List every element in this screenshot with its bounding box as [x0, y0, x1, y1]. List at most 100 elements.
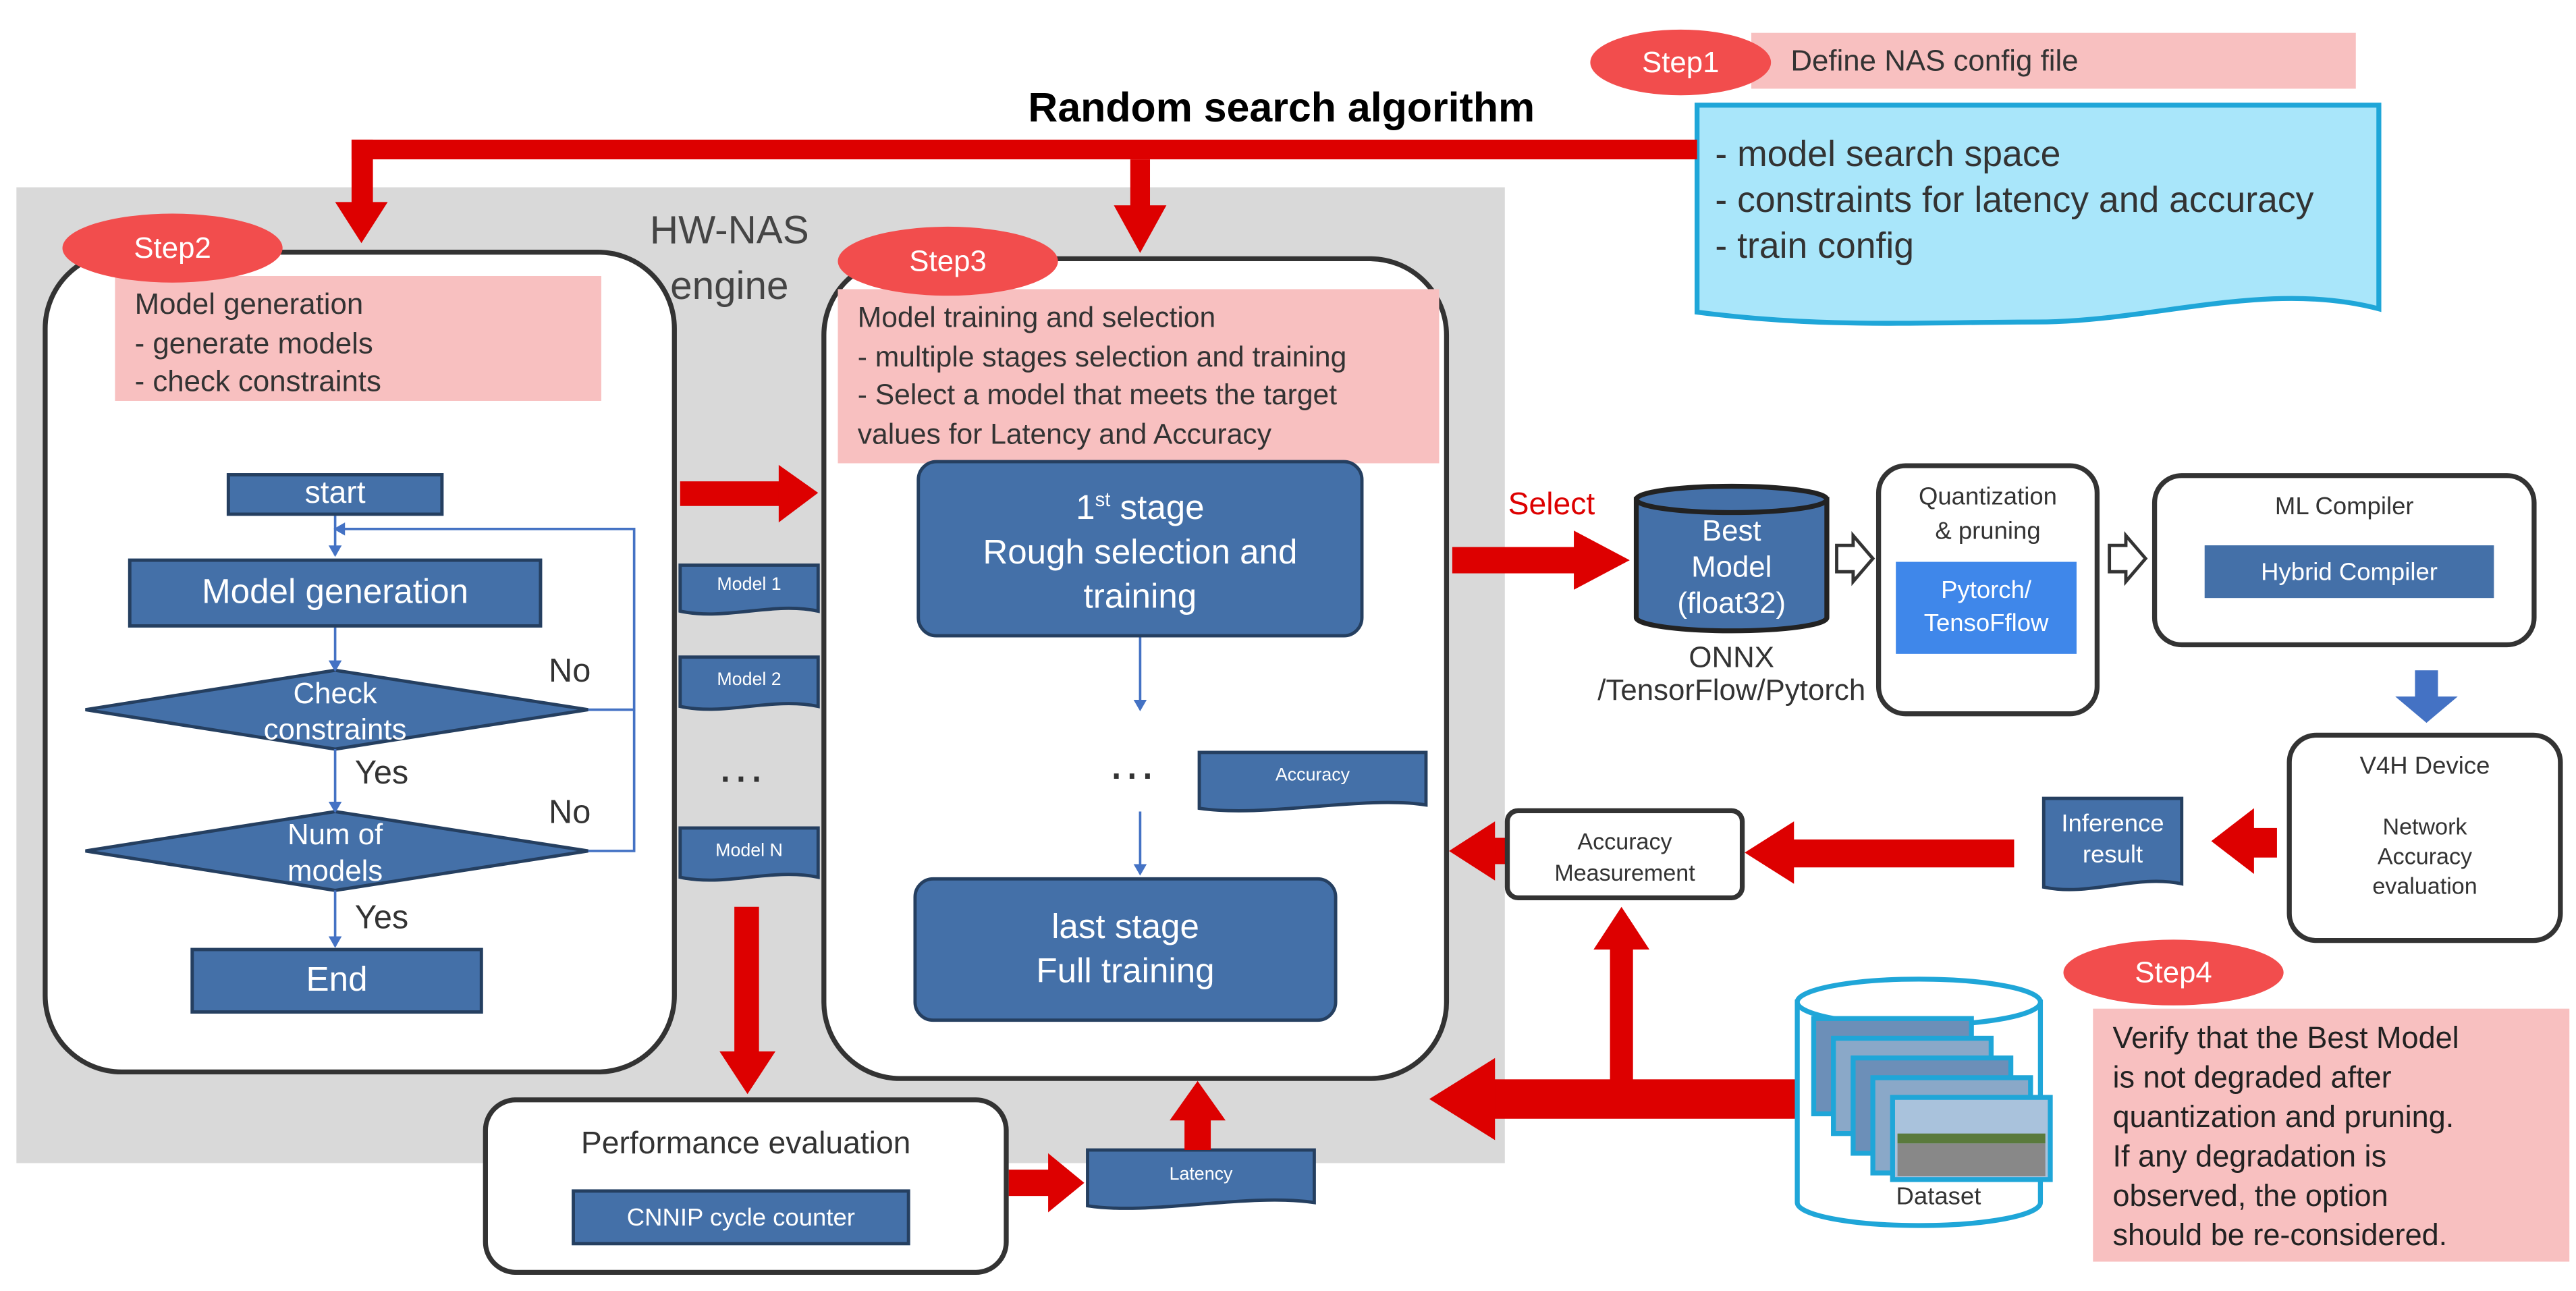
hybrid-compiler-label: Hybrid Compiler — [2261, 557, 2438, 586]
accuracy-measurement-line1: Accuracy — [1577, 827, 1672, 854]
best-model-line1: Best — [1701, 514, 1761, 547]
accuracy-measurement-box: Accuracy Measurement — [1504, 808, 1745, 900]
num-models-label: Num of models — [204, 817, 466, 889]
verify-line-3: quantization and pruning. — [2112, 1099, 2455, 1134]
config-file-text: - model search space - constraints for l… — [1715, 132, 2313, 269]
model-training-header: Model training and selection - multiple … — [838, 289, 1440, 464]
engine-title-line2: engine — [670, 264, 789, 309]
cnnip-counter-label: CNNIP cycle counter — [626, 1203, 855, 1232]
accuracy-doc-label: Accuracy — [1275, 765, 1350, 786]
step1-banner: Define NAS config file — [1751, 32, 2356, 89]
stage1-sup: st — [1095, 487, 1111, 512]
best-model-line3: (float32) — [1677, 586, 1786, 620]
yes-label-1: Yes — [354, 755, 409, 792]
step1-label: Step1 — [1642, 45, 1720, 78]
v4h-device-desc: Network Accuracy evaluation — [2287, 812, 2563, 900]
check-constraints-label: Check constraints — [204, 675, 466, 747]
last-stage-line1: last stage — [1051, 908, 1199, 947]
model-generation-header: Model generation - generate models - che… — [115, 275, 601, 401]
dataset-label: Dataset — [1896, 1182, 1981, 1211]
diagram-title: Random search algorithm — [1028, 85, 1535, 132]
hybrid-compiler-box: Hybrid Compiler — [2204, 545, 2494, 599]
check-line1: Check — [293, 676, 377, 710]
stage1-line1: 1st stage — [1076, 478, 1204, 530]
step2-label: Step2 — [134, 231, 211, 264]
quantization-line1: Quantization — [1918, 483, 2058, 512]
model1-doc — [678, 563, 820, 616]
pytorch-tool-line1: Pytorch/ — [1941, 576, 2032, 605]
model-generation-label: Model generation — [202, 573, 469, 611]
pytorch-tool-line2: TensoFflow — [1923, 609, 2049, 638]
last-stage-line2: Full training — [1036, 952, 1215, 991]
end-box: End — [190, 947, 483, 1014]
training-header-line-1: Model training and selection — [857, 300, 1216, 334]
model-generation-header-line-1: Model generation — [134, 287, 364, 321]
step1-text: Define NAS config file — [1790, 44, 2079, 78]
device-line3: evaluation — [2372, 872, 2477, 899]
pytorch-tool-box: Pytorch/ TensoFflow — [1896, 561, 2077, 654]
verify-line-6: should be re-considered. — [2112, 1217, 2448, 1252]
inference-label: Inference result — [2044, 808, 2181, 871]
best-model-cylinder — [1633, 483, 1830, 634]
stage1-line2: Rough selection and — [983, 534, 1298, 572]
model-generation-box: Model generation — [128, 558, 543, 628]
stage1-word: stage — [1110, 489, 1205, 528]
device-line2: Accuracy — [2377, 842, 2473, 869]
model1-label: Model 1 — [717, 575, 782, 595]
step1-pill: Step1 — [1590, 29, 1772, 96]
num-line1: Num of — [287, 818, 383, 851]
latency-doc — [1086, 1148, 1316, 1210]
v4h-device-box — [2286, 732, 2563, 943]
num-line2: models — [287, 854, 383, 887]
model-generation-header-line-2: - generate models — [134, 326, 373, 359]
inference-doc — [2041, 796, 2184, 891]
best-model-formats: ONNX /TensorFlow/Pytorch — [1561, 640, 1902, 706]
step4-pill: Step4 — [2063, 939, 2284, 1006]
step4-label: Step4 — [2135, 955, 2212, 989]
check-line2: constraints — [263, 713, 407, 746]
training-header-line-4: values for Latency and Accuracy — [857, 416, 1272, 449]
step2-pill: Step2 — [62, 213, 283, 283]
verify-note: Verify that the Best Model is not degrad… — [2093, 1008, 2570, 1262]
best-model-line2: Model — [1691, 550, 1772, 584]
models-ellipsis: … — [716, 739, 766, 794]
cnnip-counter-box: CNNIP cycle counter — [572, 1189, 910, 1246]
model2-doc — [678, 655, 820, 711]
yes-label-2: Yes — [354, 900, 409, 937]
performance-title: Performance evaluation — [580, 1126, 911, 1162]
verify-line-2: is not degraded after — [2112, 1060, 2392, 1095]
no-label-2: No — [549, 795, 591, 831]
modeln-label: Model N — [715, 841, 783, 861]
quantization-title: Quantization & pruning — [1876, 480, 2100, 549]
best-model-label: Best Model (float32) — [1637, 513, 1827, 622]
formats-line2: /TensorFlow/Pytorch — [1597, 674, 1866, 707]
no-label-1: No — [549, 653, 591, 690]
step3-label: Step3 — [909, 244, 987, 277]
v4h-device-title: V4H Device — [2359, 752, 2490, 781]
training-header-line-2: - multiple stages selection and training — [857, 339, 1347, 373]
stage1-line3: training — [1083, 578, 1197, 616]
formats-line1: ONNX — [1689, 640, 1775, 674]
inference-line2: result — [2082, 841, 2143, 869]
ml-compiler-title: ML Compiler — [2274, 493, 2414, 521]
start-box: start — [226, 473, 444, 516]
verify-line-4: If any degradation is — [2112, 1138, 2387, 1174]
verify-line-5: observed, the option — [2112, 1178, 2388, 1213]
device-line1: Network — [2382, 813, 2467, 840]
stage1-num: 1 — [1076, 489, 1095, 528]
config-line-3: - train config — [1715, 225, 1915, 267]
last-stage-box: last stage Full training — [913, 877, 1338, 1022]
stage1-box: 1st stage Rough selection and training — [916, 460, 1364, 638]
config-line-1: - model search space — [1715, 133, 2061, 175]
start-label: start — [304, 476, 366, 512]
accuracy-doc — [1197, 750, 1428, 813]
stage-ellipsis: … — [1107, 736, 1157, 790]
performance-panel — [483, 1097, 1009, 1275]
config-line-2: - constraints for latency and accuracy — [1715, 179, 2314, 221]
verify-line-1: Verify that the Best Model — [2112, 1020, 2459, 1055]
select-label: Select — [1508, 487, 1595, 523]
